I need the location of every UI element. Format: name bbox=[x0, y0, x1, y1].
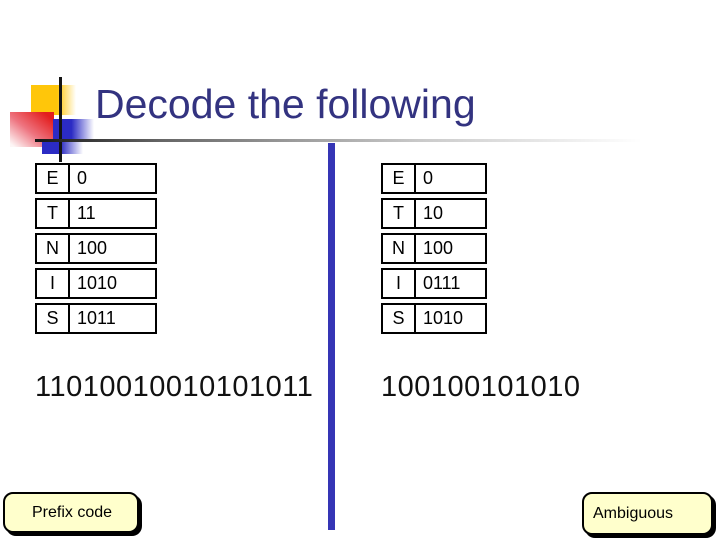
letter-cell: N bbox=[383, 235, 416, 262]
table-row: N 100 bbox=[35, 233, 157, 264]
ambiguous-label: Ambiguous bbox=[593, 504, 674, 522]
letter-cell: N bbox=[37, 235, 70, 262]
code-cell: 100 bbox=[423, 238, 454, 258]
letter-cell: E bbox=[383, 165, 416, 192]
code-cell: 1010 bbox=[423, 308, 464, 328]
code-cell: 1011 bbox=[77, 308, 116, 328]
code-cell: 0 bbox=[423, 168, 434, 188]
code-cell: 100 bbox=[77, 238, 108, 258]
table-row: I 1010 bbox=[35, 268, 157, 299]
letter-cell: T bbox=[37, 200, 70, 227]
letter-cell: E bbox=[37, 165, 70, 192]
ambiguous-callout: Ambiguous bbox=[582, 492, 713, 535]
code-cell: 0111 bbox=[423, 273, 461, 293]
prefix-code-label: Prefix code bbox=[32, 503, 113, 521]
code-cell: 10 bbox=[423, 203, 444, 223]
table-row: I 0111 bbox=[381, 268, 487, 299]
left-encoded-string: 11010010010101011 bbox=[35, 371, 314, 403]
title-underline-rule bbox=[35, 139, 667, 142]
table-row: S 1010 bbox=[381, 303, 487, 334]
code-cell: 1010 bbox=[77, 273, 118, 293]
logo-vertical-line bbox=[59, 77, 62, 162]
logo-blue-square-upper bbox=[53, 119, 94, 140]
table-row: T 10 bbox=[381, 198, 487, 229]
slide-title: Decode the following bbox=[95, 81, 476, 127]
letter-cell: I bbox=[383, 270, 416, 297]
table-row: T 11 bbox=[35, 198, 157, 229]
table-row: E 0 bbox=[381, 163, 487, 194]
left-code-table: E 0 T 11 N 100 I 1010 S 1011 bbox=[35, 163, 157, 338]
letter-cell: I bbox=[37, 270, 70, 297]
letter-cell: T bbox=[383, 200, 416, 227]
center-divider-line bbox=[328, 143, 335, 530]
code-cell: 11 bbox=[77, 203, 96, 223]
right-code-table: E 0 T 10 N 100 I 0111 S 1010 bbox=[381, 163, 487, 338]
prefix-code-callout: Prefix code bbox=[3, 492, 139, 533]
logo-blue-square-lower bbox=[42, 140, 83, 154]
letter-cell: S bbox=[37, 305, 70, 332]
table-row: N 100 bbox=[381, 233, 487, 264]
code-cell: 0 bbox=[77, 168, 88, 188]
table-row: S 1011 bbox=[35, 303, 157, 334]
letter-cell: S bbox=[383, 305, 416, 332]
logo-yellow-square bbox=[31, 85, 76, 115]
right-encoded-string: 100100101010 bbox=[381, 371, 581, 403]
table-row: E 0 bbox=[35, 163, 157, 194]
